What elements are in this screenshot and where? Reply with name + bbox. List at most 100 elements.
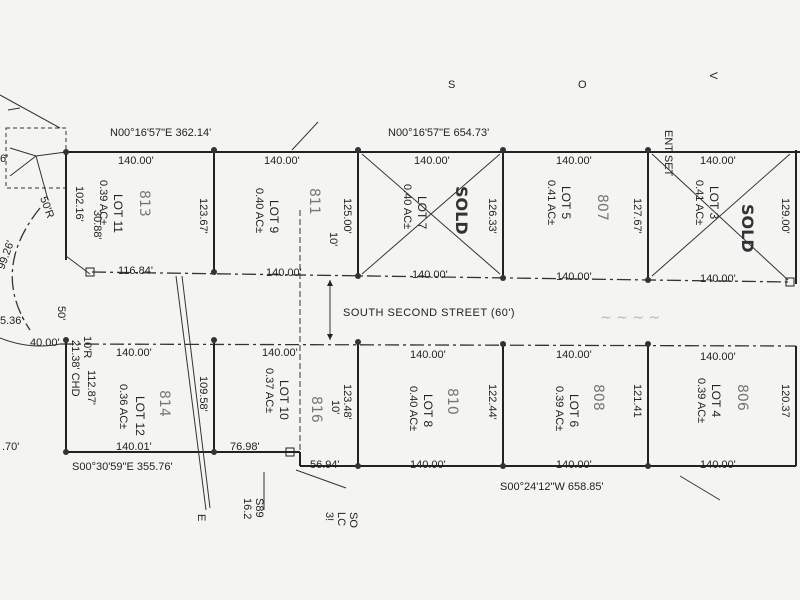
left-edge-a: 6' [0,153,8,165]
lot-12-east-depth: 109.58' [197,376,209,412]
lot-6-bottom-width: 140.00' [556,459,592,471]
arc-length-30: 30.88' [91,210,103,240]
lot-10-label: LOT 10 0.37 AC± 816 [263,368,324,423]
lot-11-label: LOT 11 0.39 AC± 813 [97,180,152,233]
lot-6-name: LOT 6 [567,394,581,427]
lot-10-extra-width: 56.94' [310,459,340,471]
lot-8-label: LOT 8 0.40 AC± 810 [407,386,460,431]
lot-12-top-width: 140.00' [116,347,152,359]
lot-12-address: 814 [156,390,172,417]
lot-7-width: 140.00' [414,155,450,167]
south-curve [0,337,61,347]
lot-4-name: LOT 4 [709,384,723,417]
lot-11-address: 813 [136,190,152,217]
lot-11-west-depth: 102.16' [73,186,85,222]
lot-5-width: 140.00' [556,155,592,167]
lot-6-label: LOT 6 0.39 AC± 808 [553,384,606,431]
leader-line-b [181,275,211,509]
lot-4-east-depth: 120.37 [779,384,791,418]
cul-de-sac-arc [11,207,41,331]
lot-6-east-depth: 121.41 [631,384,643,418]
south-corner-markers [63,337,651,469]
lot-3-sold-mark: SOLD [738,204,757,253]
lot-4-address: 806 [734,384,750,411]
radius-50-mid: 50' [55,306,67,320]
lot-5-name: LOT 5 [559,186,573,219]
lot-11-name: LOT 11 [111,194,125,233]
lot-5-label: LOT 5 0.41 AC± 807 [545,180,610,225]
lot-5-area: 0.41 AC± [545,180,557,225]
lot-8-name: LOT 8 [421,394,435,427]
top-mark-v: V [707,72,719,80]
lot-6-address: 808 [590,384,606,411]
lot-8-bottom-width: 140.00' [410,459,446,471]
lot-9-east-depth: 125.00' [341,198,353,234]
north-corner-markers [63,147,795,287]
lot-9-address: 811 [306,188,322,215]
lot-10-name: LOT 10 [277,380,291,420]
north-bearing-right: N00°16'57"E 654.73' [388,127,489,139]
top-mark-o: O [578,79,587,91]
lot-3-area: 0.41 AC± [693,180,705,225]
lot-3-width: 140.00' [700,155,736,167]
stub-s89: S89 [253,498,265,518]
leader-line-f [679,475,721,501]
lot-4-label: LOT 4 0.39 AC± 806 [695,378,750,423]
north-frontage-line [91,271,791,283]
ten-foot-north: 10' [327,232,339,246]
lot-3-name: LOT 3 [707,186,721,219]
lot-10-bottom-width: 76.98' [230,441,260,453]
lot-9-label: LOT 9 0.40 AC± 811 [253,188,322,233]
lot-9-area: 0.40 AC± [253,188,265,233]
lot-7-cross-b [361,153,501,275]
left-edge-b: 5.36' [0,315,24,327]
chord-length: 21.38' CHD [69,340,81,397]
lot-9-frontage: 140.00' [266,267,302,279]
lot-3-east-depth: 129.00' [779,198,791,234]
lot-8-address: 810 [444,388,460,415]
lot-6-area: 0.39 AC± [553,386,565,431]
lot-3-cross-b [651,153,791,277]
lot-3-frontage: 140.00' [700,273,736,285]
leader-line-e [295,469,347,489]
top-mark-s: S [448,79,455,91]
leader-line-a [175,275,207,511]
lot-11-width: 140.00' [118,155,154,167]
south-bearing-left: S00°30'59"E 355.76' [72,461,173,473]
lot-7-sold-mark: SOLD [452,186,471,235]
lot-3-cross-a [651,153,789,281]
radius-10: 10'R [81,336,93,358]
lot-7-frontage: 140.00' [412,269,448,281]
lot-10-top-width: 140.00' [262,347,298,359]
stub-e: E [195,514,207,521]
lot-5-frontage: 140.00' [556,271,592,283]
stub-lc: LC [335,512,347,526]
lot-5-address: 807 [594,194,610,221]
lot-9-width: 140.00' [264,155,300,167]
north-bearing-left: N00°16'57"E 362.14' [110,127,211,139]
street-faint-note: ~ ~ ~ ~ [600,310,660,326]
ten-foot-south: 10' [329,400,341,414]
lot-12-west-depth: 112.87' [85,370,97,405]
lot-8-top-width: 140.00' [410,349,446,361]
lot-3-label: LOT 3 0.41 AC± SOLD [651,153,791,281]
lot-7-area: 0.40 AC± [401,184,413,229]
top-mark-ent-set: ENT SET [662,130,674,177]
lot-8-area: 0.40 AC± [407,386,419,431]
lot-12-label: LOT 12 0.36 AC± 814 [117,384,172,436]
lot-9-name: LOT 9 [267,200,281,233]
lot-6-top-width: 140.00' [556,349,592,361]
lot-10-address: 816 [308,396,324,423]
lot-5-east-depth: 127.67' [631,198,643,234]
lot-12-area: 0.36 AC± [117,384,129,429]
lot-4-top-width: 140.00' [700,351,736,363]
street-name: SOUTH SECOND STREET (60') [343,307,515,319]
stub-so: SO [347,512,359,528]
south-frontage-line [59,343,797,347]
lot-8-east-depth: 122.44' [486,384,498,420]
stub-3: 3! [323,512,335,521]
leader-line-d [291,121,319,151]
lot-7-name: LOT 7 [415,196,429,229]
